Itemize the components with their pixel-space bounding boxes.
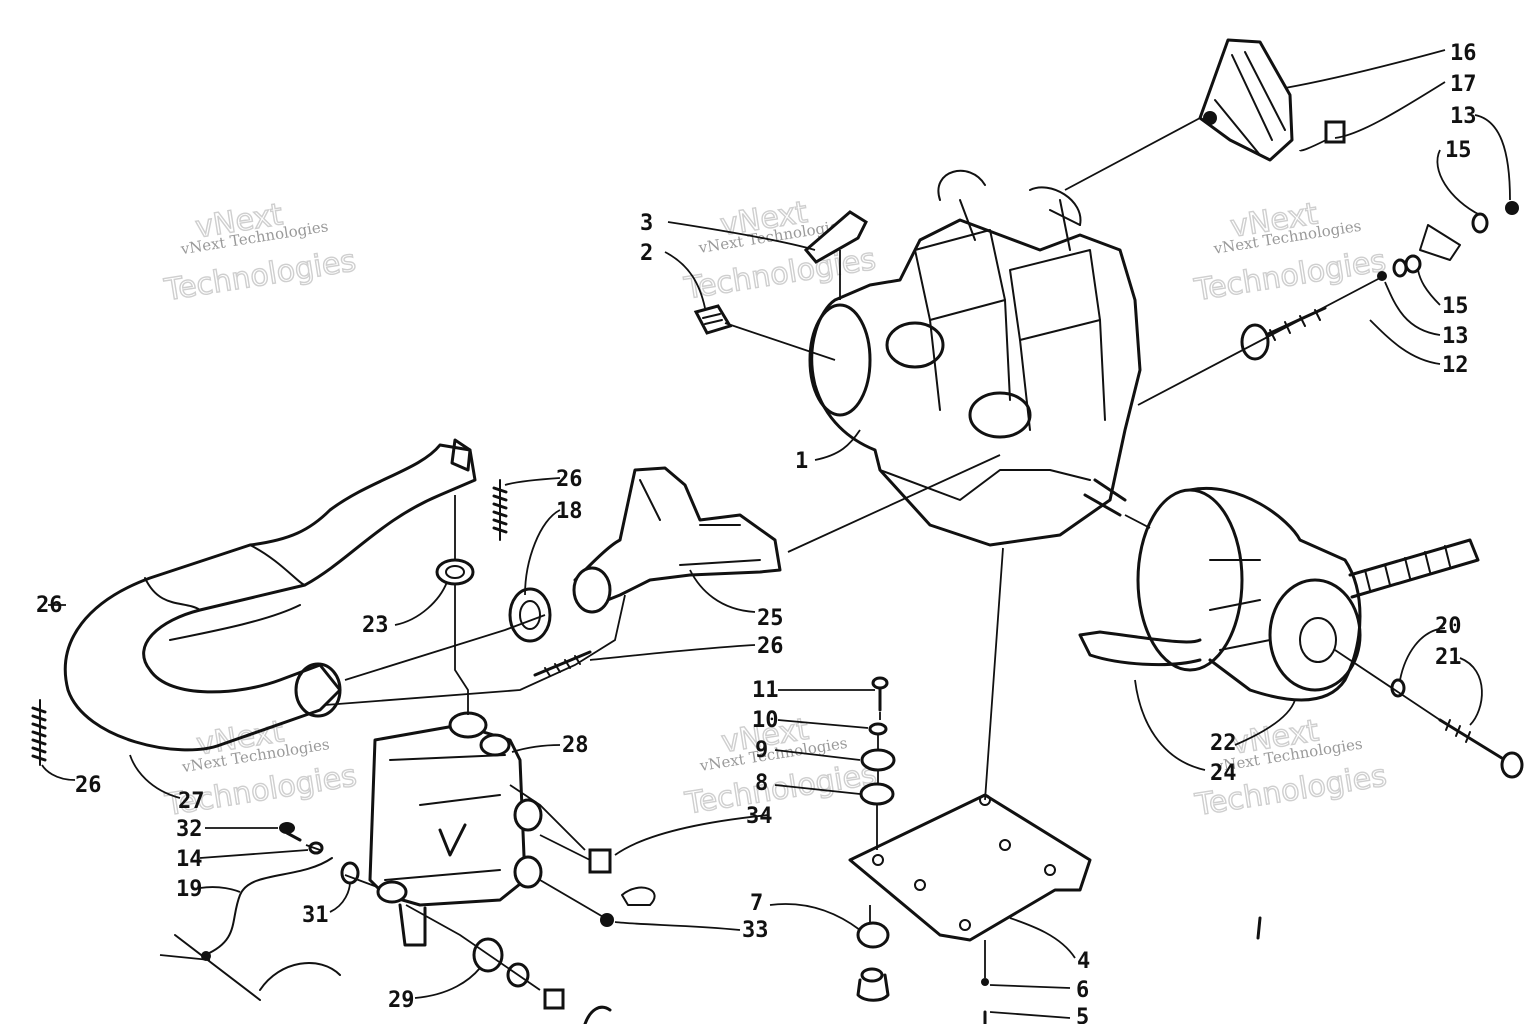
label-part-26-left-upper: 26 [36,593,63,618]
part-10-washer [868,722,888,736]
label-part-11: 11 [752,678,779,703]
part-labels: 1 2 3 4 5 6 7 8 9 10 11 12 13 13 14 15 1… [36,41,1477,1024]
part-27-exhaust-pipe [63,438,477,752]
label-part-2: 2 [640,241,653,266]
part-21-bolt [1438,718,1524,779]
label-part-27: 27 [178,789,205,814]
part-29-bushing [472,937,612,1024]
part-31-washer [340,861,360,885]
part-23-grommet [435,558,475,586]
label-part-4: 4 [1077,949,1090,974]
label-part-32: 32 [176,817,203,842]
engine-block-part [808,169,1142,547]
part-20-washer [1390,678,1406,698]
part-2-decal [693,304,733,335]
label-part-21: 21 [1435,645,1462,670]
part-26-spring-middle [533,650,592,677]
label-part-15-lower: 15 [1442,294,1469,319]
part-32-screw [279,822,302,842]
right-hardware-cluster [1377,201,1519,281]
part-19-cable [204,857,333,956]
part-9-mount [860,748,896,772]
label-part-15-upper: 15 [1445,138,1472,163]
label-part-7: 7 [750,891,763,916]
label-part-28: 28 [562,733,589,758]
part-16-cover [1198,38,1294,162]
label-part-9: 9 [755,738,768,763]
part-34-clip [588,848,656,906]
label-part-18: 18 [556,499,583,524]
label-part-22: 22 [1210,731,1237,756]
label-part-20: 20 [1435,614,1462,639]
label-part-17: 17 [1450,72,1477,97]
watermark-top-center: vNext vNext Technologies Technologies [681,194,879,307]
label-part-29: 29 [388,988,415,1013]
part-11-screw [871,676,889,712]
label-part-14: 14 [176,847,203,872]
label-part-33: 33 [742,918,769,943]
part-25-exhaust-manifold [572,466,782,614]
label-part-34: 34 [746,804,773,829]
part-28-muffler [368,711,543,947]
part-33-ball [600,913,614,927]
alignment-lines [159,117,1441,991]
stray-mark [1256,916,1262,940]
label-part-26-left: 26 [75,773,102,798]
part-26-spring-top [492,479,508,541]
bottom-left-frame [174,934,341,1001]
label-part-5: 5 [1076,1005,1089,1024]
label-part-31: 31 [302,903,329,928]
part-26-spring-left [31,699,47,766]
label-part-3: 3 [640,211,653,236]
label-part-25: 25 [757,606,784,631]
part-17-clip [1324,120,1346,144]
part-7-rubber-mount [856,921,890,1002]
label-part-12: 12 [1442,353,1469,378]
label-part-1: 1 [795,449,808,474]
label-part-6: 6 [1076,978,1089,1003]
part-6-nut [981,978,989,986]
label-part-10: 10 [752,708,779,733]
label-part-13-lower: 13 [1442,324,1469,349]
label-part-8: 8 [755,771,768,796]
part-12-bolt [1240,306,1327,361]
part-3-bracket [803,210,868,264]
label-leaders [41,49,1511,1019]
label-part-23: 23 [362,613,389,638]
part-4-plate [848,793,1092,942]
label-part-13-upper: 13 [1450,104,1477,129]
label-part-16: 16 [1450,41,1477,66]
part-8-mount [859,782,895,806]
part-24-drive-belt [1078,538,1480,667]
label-part-19: 19 [176,877,203,902]
label-part-24: 24 [1210,761,1237,786]
label-part-26-top: 26 [556,467,583,492]
part-18-gasket-ring [508,587,552,643]
watermark-top-left: vNext vNext Technologies Technologies [161,197,359,309]
part-22-clutch [1136,487,1362,702]
label-part-26-middle: 26 [757,634,784,659]
